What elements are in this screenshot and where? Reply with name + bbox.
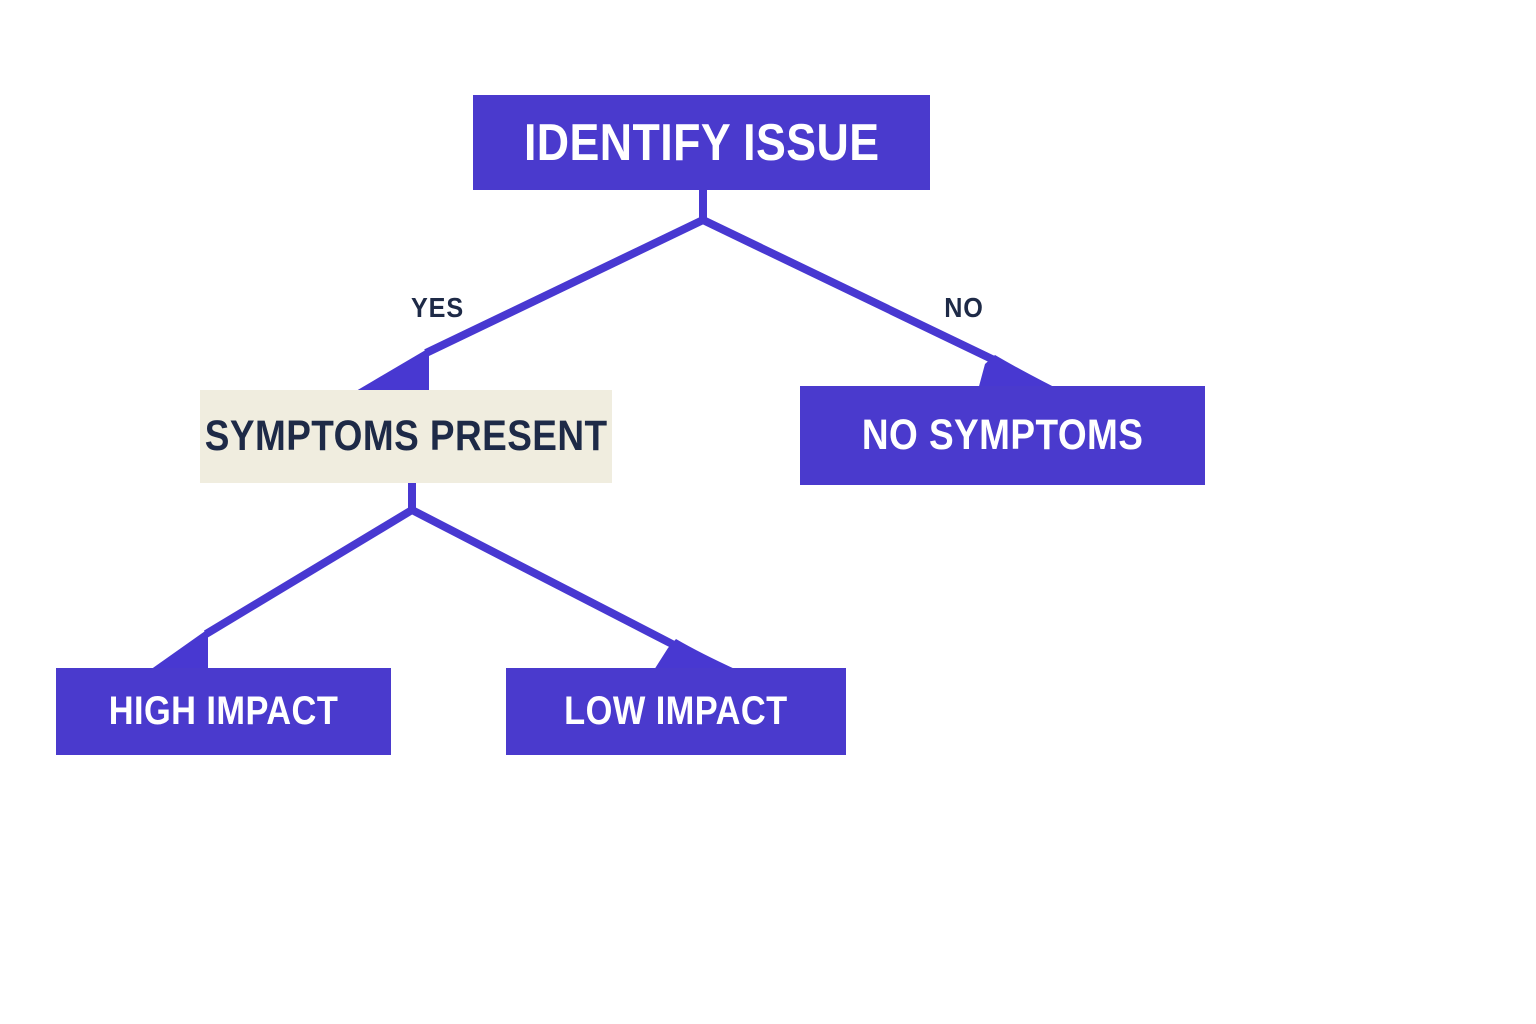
node-no-symptoms: NO SYMPTOMS — [800, 386, 1205, 485]
connector-flare-high — [150, 629, 208, 670]
edge-label-yes: YES — [410, 292, 465, 323]
node-high-impact-label: HIGH IMPACT — [108, 689, 339, 733]
node-symptoms-present-label: SYMPTOMS PRESENT — [204, 412, 608, 460]
connector-symptoms-to-low — [410, 506, 676, 649]
node-symptoms-present: SYMPTOMS PRESENT — [200, 390, 612, 483]
node-no-symptoms-label: NO SYMPTOMS — [861, 411, 1144, 459]
node-low-impact-label: LOW IMPACT — [564, 689, 788, 733]
connector-flare-symptoms — [356, 348, 429, 391]
node-high-impact: HIGH IMPACT — [56, 668, 391, 755]
node-identify-issue-label: IDENTIFY ISSUE — [523, 113, 880, 172]
connector-root-to-symptoms — [424, 216, 705, 357]
connector-flare-low — [654, 639, 737, 670]
node-low-impact: LOW IMPACT — [506, 668, 846, 755]
connector-flare-nosymptoms — [978, 355, 1064, 392]
edge-label-no: NO — [944, 292, 984, 323]
node-identify-issue: IDENTIFY ISSUE — [473, 95, 930, 190]
connector-root-to-nosymptoms — [701, 216, 998, 365]
connector-symptoms-to-high — [203, 506, 415, 638]
